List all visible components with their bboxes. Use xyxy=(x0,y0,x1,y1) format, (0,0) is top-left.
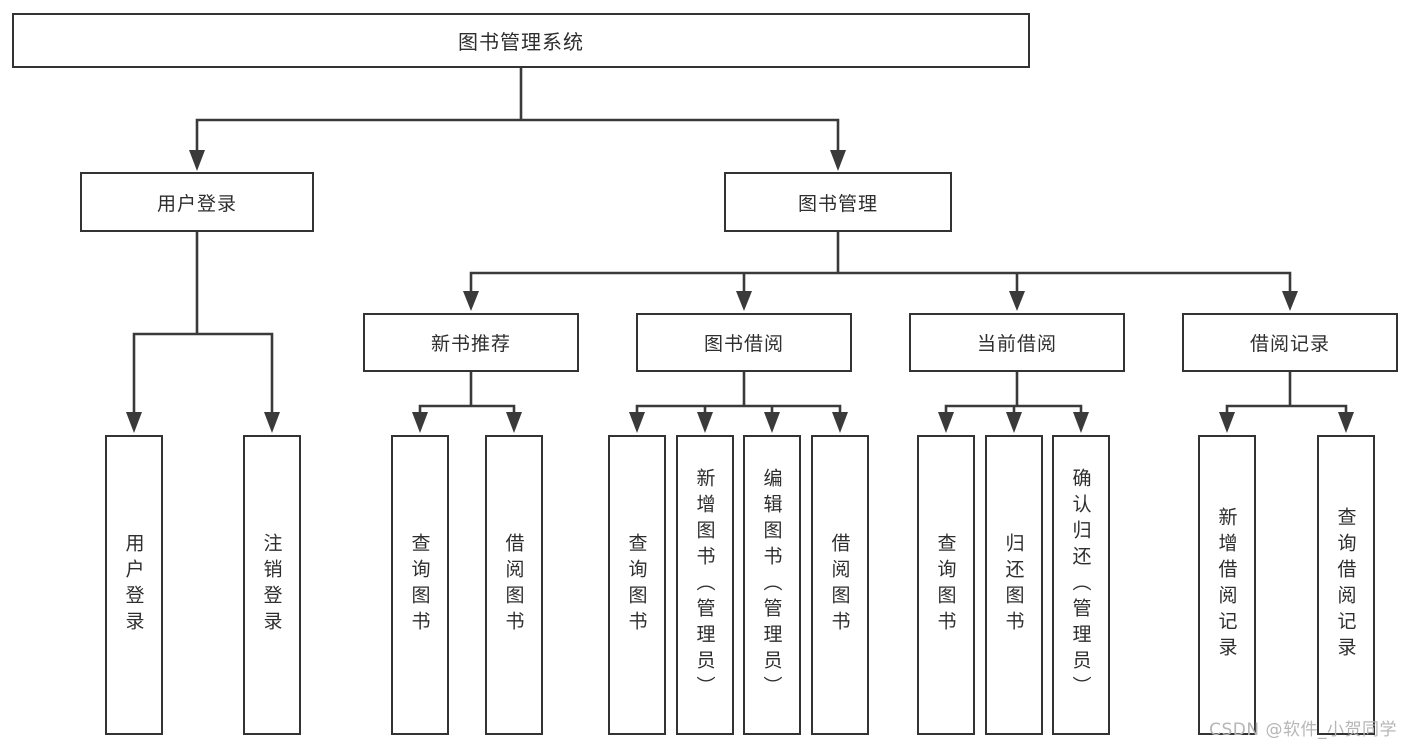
leaf-query-books-borrow: 查询图书 xyxy=(608,435,666,735)
node-book-management: 图书管理 xyxy=(724,172,952,232)
leaf-borrow-books-recommend: 借阅图书 xyxy=(485,435,543,735)
node-user-login: 用户登录 xyxy=(80,172,314,232)
node-library-management-system: 图书管理系统 xyxy=(12,13,1030,68)
leaf-add-borrow-record: 新增借阅记录 xyxy=(1198,435,1256,735)
arrowhead-icons xyxy=(126,150,1354,433)
leaf-user-login: 用户登录 xyxy=(105,435,163,735)
csdn-watermark: CSDN @软件_小贺同学 xyxy=(1209,720,1397,740)
leaf-logout: 注销登录 xyxy=(243,435,301,735)
node-new-book-recommendation: 新书推荐 xyxy=(363,313,579,372)
leaf-confirm-return-admin: 确认归还（管理员） xyxy=(1052,435,1110,735)
node-book-borrowing: 图书借阅 xyxy=(636,313,852,372)
leaf-query-books-current: 查询图书 xyxy=(917,435,975,735)
leaf-query-books-recommend: 查询图书 xyxy=(391,435,449,735)
leaf-return-books: 归还图书 xyxy=(985,435,1043,735)
leaf-borrow-books: 借阅图书 xyxy=(811,435,869,735)
leaf-add-books-admin: 新增图书（管理员） xyxy=(676,435,734,735)
leaf-edit-books-admin: 编辑图书（管理员） xyxy=(743,435,801,735)
node-current-borrowing: 当前借阅 xyxy=(909,313,1125,372)
leaf-query-borrow-record: 查询借阅记录 xyxy=(1317,435,1375,735)
node-borrowing-records: 借阅记录 xyxy=(1182,313,1398,372)
connector-stems xyxy=(132,68,1348,414)
